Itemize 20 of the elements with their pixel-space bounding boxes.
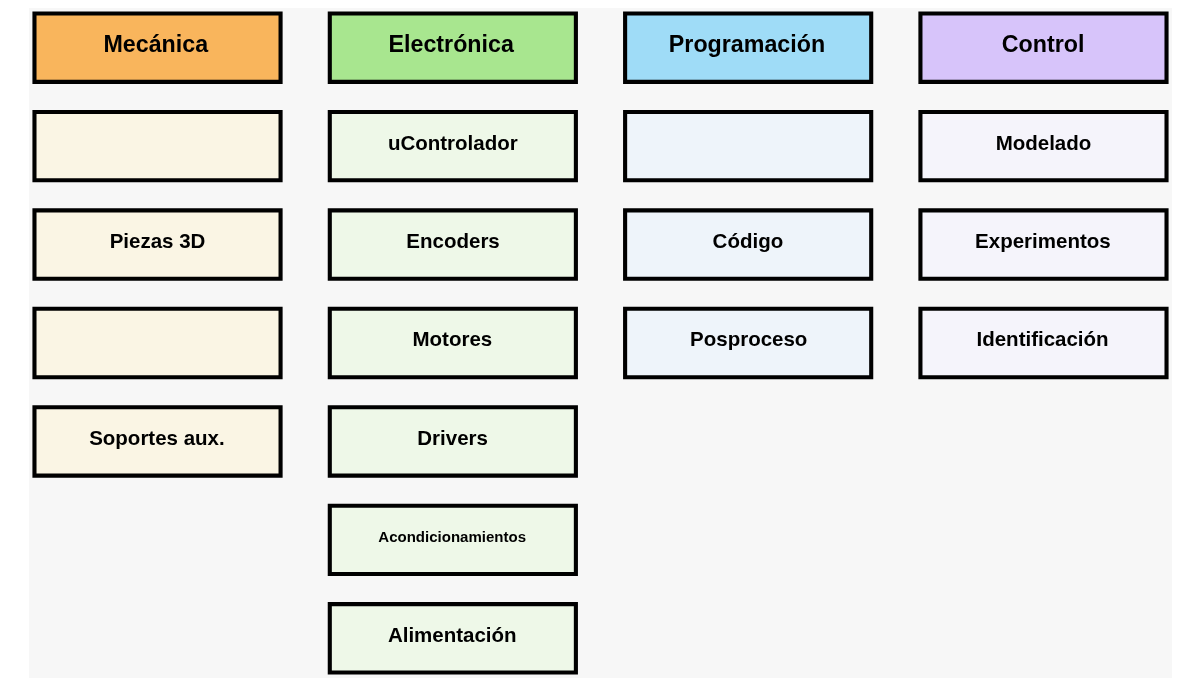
node-box: Electrónica [327,11,578,84]
node-box: Programación [623,11,874,84]
node-box: Encoders [327,208,578,281]
node-box: Posproceso [623,306,874,380]
node-box: Soportes aux. [32,405,283,478]
node-box: Experimentos [918,208,1169,281]
node-box [32,109,283,183]
node-box [32,306,283,380]
node-box: Identificación [918,306,1169,380]
node-box: Mecánica [32,11,283,84]
node-box: Drivers [327,405,578,478]
node-box: Acondicionamientos [327,503,578,577]
node-box: Código [623,208,874,281]
node-box [623,109,874,183]
node-box: uControlador [327,109,578,183]
node-box: Motores [327,306,578,380]
node-box: Modelado [918,109,1169,183]
node-box: Control [918,11,1169,84]
node-box: Alimentación [327,602,578,675]
node-box: Piezas 3D [32,208,283,281]
